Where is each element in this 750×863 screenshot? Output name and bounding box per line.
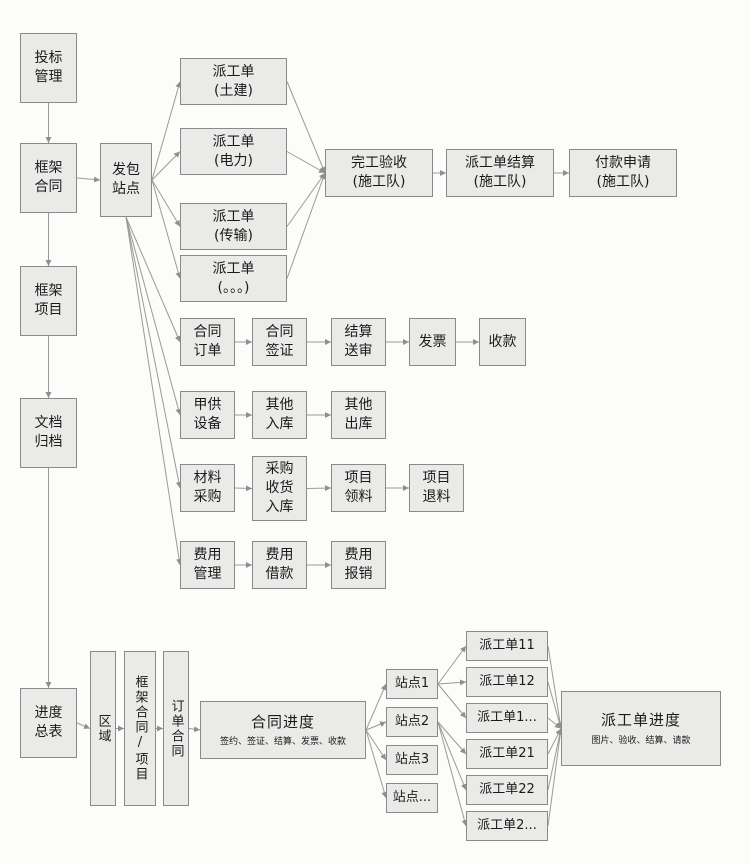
edge-contract_progress-to-site_etc: [365, 729, 388, 799]
edge-site1-to-wo12: [437, 679, 467, 686]
edge-site1-to-wo1x: [437, 683, 467, 719]
node-site-etc: 站点...: [386, 783, 438, 813]
edge-site2-to-wo2x: [437, 721, 468, 827]
node-expense-reimbursement: 费用报销: [331, 541, 386, 589]
node-work-order-progress: 派工单进度 图片、验收、结算、请款: [561, 691, 721, 766]
work-order-progress-title: 派工单进度: [600, 711, 681, 730]
edge-progress_summary-to-region: [76, 722, 91, 729]
node-framework-contract-project: 框架合同/项目: [124, 651, 156, 806]
node-document-archive: 文档归档: [20, 398, 77, 468]
node-expense-loan: 费用借款: [252, 541, 307, 589]
node-work-order-settlement: 派工单结算(施工队): [446, 149, 554, 197]
edge-dispatch_site-to-expense_management: [125, 216, 183, 566]
edge-purchase_receipt-to-project_material_out: [306, 485, 332, 492]
edge-wo_civil-to-completion: [286, 81, 326, 174]
node-work-order-transmission: 派工单(传输): [180, 203, 287, 250]
node-bid-management: 投标管理: [20, 33, 77, 103]
edge-material_purchase-to-purchase_receipt: [234, 485, 253, 492]
node-project-material-return: 项目退料: [409, 464, 464, 512]
node-work-order-11: 派工单11: [466, 631, 548, 661]
edge-dispatch_site-to-wo_civil: [151, 81, 182, 181]
node-project-material-requisition: 项目领料: [331, 464, 386, 512]
edge-contract_progress-to-site2: [365, 721, 387, 731]
node-settlement-review: 结算送审: [331, 318, 386, 366]
edge-contract_progress-to-site3: [365, 729, 387, 761]
node-order-contract: 订单合同: [163, 651, 189, 806]
node-work-order-22: 派工单22: [466, 775, 548, 805]
edge-dispatch_site-to-material_purchase: [125, 216, 182, 489]
node-receipt: 收款: [479, 318, 526, 366]
edge-dispatch_site-to-wo_etc: [151, 179, 182, 279]
edge-wo1x-to-wo_progress: [547, 717, 562, 729]
node-region: 区域: [90, 651, 116, 806]
node-framework-contract: 框架合同: [20, 143, 77, 213]
node-completion-acceptance: 完工验收(施工队): [325, 149, 433, 197]
edge-site2-to-wo22: [437, 721, 467, 791]
node-work-order-civil: 派工单(土建): [180, 58, 287, 105]
edge-wo_etc-to-completion: [286, 172, 326, 279]
node-purchase-receipt-inbound: 采购收货入库: [252, 456, 307, 521]
node-work-order-1-etc: 派工单1...: [466, 703, 548, 733]
edge-wo12-to-wo_progress: [547, 681, 563, 729]
node-other-outbound: 其他出库: [331, 391, 386, 439]
node-dispatch-site: 发包站点: [100, 143, 152, 217]
edge-wo22-to-wo_progress: [547, 728, 563, 791]
contract-progress-title: 合同进度: [250, 712, 315, 731]
node-contract-progress: 合同进度 签约、签证、结算、发票、收款: [200, 701, 366, 759]
node-other-inbound: 其他入库: [252, 391, 307, 439]
node-site-2: 站点2: [386, 707, 438, 737]
edge-contract_progress-to-site1: [365, 683, 387, 731]
edge-site1-to-wo11: [437, 645, 467, 685]
node-work-order-12: 派工单12: [466, 667, 548, 697]
node-expense-management: 费用管理: [180, 541, 235, 589]
contract-progress-subtitle: 签约、签证、结算、发票、收款: [219, 737, 346, 748]
node-framework-project: 框架项目: [20, 266, 77, 336]
node-site-1: 站点1: [386, 669, 438, 699]
node-material-purchase: 材料采购: [180, 464, 235, 512]
edge-wo11-to-wo_progress: [547, 645, 564, 729]
edge-wo21-to-wo_progress: [547, 728, 562, 755]
node-work-order-21: 派工单21: [466, 739, 548, 769]
node-work-order-etc: 派工单(。。。): [180, 255, 287, 302]
edge-wo2x-to-wo_progress: [547, 728, 564, 827]
node-work-order-2-etc: 派工单2...: [466, 811, 548, 841]
edge-wo_transmission-to-completion: [286, 172, 326, 227]
edge-dispatch_site-to-wo_transmission: [151, 179, 181, 227]
node-progress-summary: 进度总表: [20, 688, 77, 758]
node-site-3: 站点3: [386, 745, 438, 775]
work-order-progress-subtitle: 图片、验收、结算、请款: [591, 735, 691, 746]
edge-order_contract-to-contract_progress: [188, 726, 201, 733]
node-work-order-power: 派工单(电力): [180, 128, 287, 175]
node-contract-order: 合同订单: [180, 318, 235, 366]
edge-dispatch_site-to-contract_order: [125, 216, 181, 343]
edge-framework_contract-to-dispatch_site: [76, 176, 101, 183]
node-payment-request: 付款申请(施工队): [569, 149, 677, 197]
node-owner-supplied-equipment: 甲供设备: [180, 391, 235, 439]
node-contract-visa: 合同签证: [252, 318, 307, 366]
edge-dispatch_site-to-owner_equipment: [125, 216, 182, 416]
node-invoice: 发票: [409, 318, 456, 366]
edge-site2-to-wo21: [437, 721, 467, 755]
edge-wo_power-to-completion: [286, 151, 326, 174]
edge-dispatch_site-to-wo_power: [151, 151, 181, 181]
